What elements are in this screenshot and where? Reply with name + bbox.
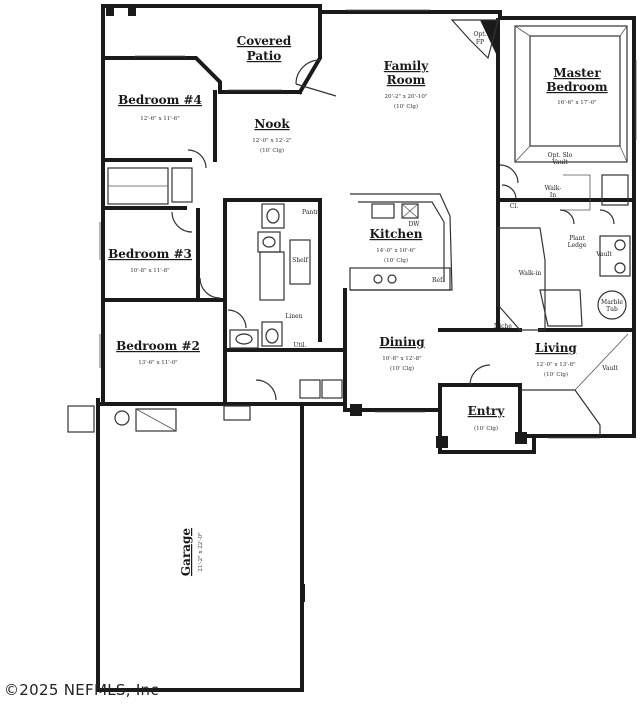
interior-walls [101, 18, 636, 406]
room-dimensions: 14'-0" x 10'-6" [376, 248, 415, 254]
tub-label: Tub [606, 306, 618, 313]
plant-ledge-label: Ledge [568, 242, 587, 249]
room-name: Family [384, 59, 429, 73]
utility-label: Util. [293, 342, 306, 349]
tray-label: Opt. Slo [548, 152, 573, 159]
room-name: Nook [254, 117, 290, 131]
room-name: Kitchen [370, 227, 423, 241]
dishwasher-label: DW [409, 221, 421, 228]
fixture-labels: Opt. FP Opt. Slo Vault Walk- In Walk-in … [285, 31, 623, 372]
label-bedroom-4: Bedroom #4 12'-6" x 11'-6" [118, 93, 202, 122]
fridge-label: Ref. [432, 277, 444, 284]
linen-label: Linen [285, 313, 302, 320]
room-name: Garage [179, 528, 193, 577]
tray-label: Vault [551, 159, 568, 166]
opt-fireplace-label: FP [476, 39, 484, 46]
label-nook: Nook 12'-0" x 12'-2" (10' Clg) [252, 117, 291, 154]
room-name: Covered [237, 34, 292, 48]
room-dimensions: 16'-6" x 17'-0" [557, 100, 596, 106]
room-ceiling: (10' Clg) [260, 147, 284, 154]
room-dimensions: 10'-8" x 11'-8" [130, 268, 169, 274]
room-name: Bedroom [546, 80, 607, 94]
room-dimensions: 21'-2" x 22'-0" [198, 532, 204, 571]
walk-in-label: Walk- [545, 185, 562, 192]
room-ceiling: (10' Clg) [384, 257, 408, 264]
room-name: Master [553, 66, 601, 80]
exterior-walls [96, 4, 636, 692]
plant-ledge-label: Plant [569, 235, 585, 242]
room-name: Entry [468, 404, 506, 418]
label-bedroom-2: Bedroom #2 13'-6" x 11'-0" [116, 339, 200, 366]
room-ceiling: (10' Clg) [544, 371, 568, 378]
room-dimensions: 12'-0" x 12'-2" [252, 138, 291, 144]
label-dining: Dining 10'-6" x 12'-8" (10' Clg) [379, 335, 425, 372]
vault-living-label: Vault [601, 365, 618, 372]
vault-label: Vault [595, 251, 612, 258]
label-living: Living 12'-0" x 13'-8" (10' Clg) [535, 341, 577, 378]
shelf-label: Shelf [292, 257, 308, 264]
label-family-room: Family Room 20'-2" x 20'-10" (10' Clg) [384, 59, 429, 110]
label-covered-patio: Covered Patio [237, 34, 292, 63]
walk-in-label: Walk-in [519, 270, 542, 277]
fixtures [67, 8, 637, 602]
label-bedroom-3: Bedroom #3 10'-8" x 11'-8" [108, 247, 192, 274]
room-labels: Covered Patio Family Room 20'-2" x 20'-1… [108, 34, 608, 576]
room-dimensions: 20'-2" x 20'-10" [385, 94, 428, 100]
tub-label: Marble [601, 299, 623, 306]
room-ceiling: (10' Clg) [394, 103, 418, 110]
room-name: Bedroom #4 [118, 93, 202, 107]
room-name: Dining [379, 335, 425, 349]
copyright-watermark: ©2025 NEFMLS, Inc [4, 681, 159, 699]
label-master-bedroom: Master Bedroom 16'-6" x 17'-0" [546, 66, 607, 106]
label-garage: Garage 21'-2" x 22'-0" [179, 528, 204, 577]
room-dimensions: 13'-6" x 11'-0" [138, 360, 177, 366]
label-kitchen: Kitchen 14'-0" x 10'-6" (10' Clg) [370, 227, 423, 264]
niche-label: Niche [494, 323, 512, 330]
room-name: Bedroom #2 [116, 339, 200, 353]
room-ceiling: (10' Clg) [390, 365, 414, 372]
pantry-label: Pantry [302, 209, 322, 216]
room-name: Patio [247, 49, 282, 63]
label-entry: Entry (10' Clg) [468, 404, 506, 432]
room-dimensions: 12'-6" x 11'-6" [140, 116, 179, 122]
room-ceiling: (10' Clg) [474, 425, 498, 432]
room-dimensions: 10'-6" x 12'-8" [382, 356, 421, 362]
walk-in-label: In [550, 192, 556, 199]
room-dimensions: 12'-0" x 13'-8" [536, 362, 575, 368]
room-name: Room [387, 73, 426, 87]
room-name: Living [535, 341, 577, 355]
opt-fireplace-label: Opt. [473, 31, 486, 38]
room-name: Bedroom #3 [108, 247, 192, 261]
closet-label: Cl. [510, 203, 519, 210]
